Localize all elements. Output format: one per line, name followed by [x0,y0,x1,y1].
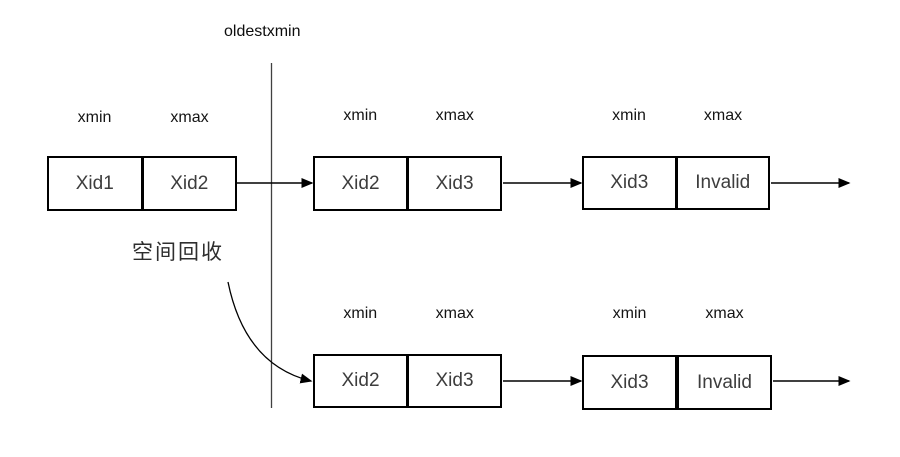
xmax-cell: Invalid [674,158,769,208]
xmin-label: xmin [612,107,646,124]
oldestxmin-label: oldestxmin [224,23,301,40]
xmin-cell: Xid3 [610,172,649,193]
xmax-label: xmax [170,109,209,126]
tuple-node-top-2: Xid2 Xid3 [313,156,502,211]
xmin-cell: Xid3 [610,371,649,393]
tuple-node-top-1: Xid1 Xid2 [47,156,237,211]
xmax-cell: Xid3 [406,158,500,209]
xmax-cell: Invalid [675,357,770,408]
reclaim-curved-arrow [227,281,313,384]
xmax-label: xmax [435,107,474,124]
xmax-cell: Xid2 [140,158,236,209]
tuple-header-bottom-2: xmin xmax [582,304,772,324]
xmin-cell: Xid2 [341,172,380,194]
space-reclaim-label: 空间回收 [132,240,224,264]
xmin-label: xmin [612,305,647,322]
xmax-label: xmax [703,107,743,124]
tuple-header-top-2: xmin xmax [313,106,502,126]
xmin-label: xmin [343,107,378,124]
xmin-cell: Xid2 [341,370,380,391]
tuple-node-bottom-2: Xid3 Invalid [582,355,772,410]
tuple-node-top-3: Xid3 Invalid [582,156,770,210]
tuple-header-top-1: xmin xmax [47,108,237,128]
tuple-node-bottom-1: Xid2 Xid3 [313,354,502,408]
xmin-label: xmin [343,305,378,322]
xmax-cell: Xid3 [406,356,500,406]
xmax-label: xmax [705,305,744,322]
tuple-header-top-3: xmin xmax [582,106,770,126]
xmin-label: xmin [77,109,112,126]
xmax-label: xmax [435,305,474,322]
xmin-cell: Xid1 [75,172,114,194]
tuple-header-bottom-1: xmin xmax [313,304,502,324]
